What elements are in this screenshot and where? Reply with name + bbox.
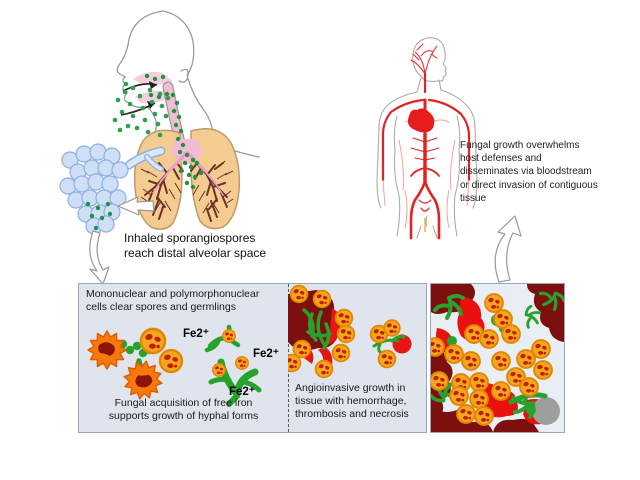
fe2-label-1: Fe2⁺ <box>183 328 209 340</box>
panel-group-1-2: Mononuclear and polymorphonuclear cells … <box>78 283 427 433</box>
up-arrow-container <box>494 215 522 283</box>
pmn-cell <box>158 348 184 374</box>
panel2-angioinvasion: Angioinvasive growth in tissue with hemo… <box>288 284 428 432</box>
heart <box>407 108 435 133</box>
fe2-label-3: Fe2⁺ <box>229 386 255 398</box>
cranial-arteries <box>410 43 438 75</box>
spore-cell <box>222 329 236 343</box>
thrombus-red-cell <box>392 334 412 354</box>
minor-vessels <box>382 119 470 229</box>
alveolar-duct <box>124 146 166 172</box>
alveolar-spores <box>85 201 113 231</box>
inhalation-illustration <box>59 10 260 285</box>
spore-cloud <box>112 81 171 138</box>
head-profile-outline <box>116 10 260 158</box>
arrow-to-alveoli-icon <box>117 196 155 216</box>
macrophage-1 <box>87 330 127 370</box>
stage3-caption: Fungal growth overwhelms host defenses a… <box>460 140 598 204</box>
giant-cell <box>532 397 560 425</box>
inhaled-spores <box>144 73 204 190</box>
fe2-label-2: Fe2⁺ <box>253 348 279 360</box>
arterial-system <box>381 72 471 240</box>
panel1-illustration <box>87 324 262 407</box>
pmn-cell <box>139 327 167 355</box>
body-circulation-illustration <box>376 37 478 240</box>
hyphae-in-thrombus <box>302 308 332 350</box>
panel1-caption: Fungal acquisition of free iron supports… <box>108 397 259 422</box>
up-arrow-icon <box>494 215 522 283</box>
panel2-illustration <box>288 284 412 379</box>
spore-cell <box>235 356 249 370</box>
panel1-title: Mononuclear and polymorphonuclear cells … <box>86 288 260 313</box>
spore-cell <box>212 363 226 377</box>
panel3-illustration <box>431 284 564 432</box>
panel2-caption: Angioinvasive growth in tissue with hemo… <box>295 382 409 420</box>
stage1-caption: Inhaled sporangiospores reach distal alv… <box>124 231 267 260</box>
panel3-necrosis <box>430 283 565 433</box>
alveolar-cluster <box>59 143 129 235</box>
panel1-phagocytosis: Mononuclear and polymorphonuclear cells … <box>79 284 288 432</box>
down-arrow-icon <box>89 230 110 285</box>
